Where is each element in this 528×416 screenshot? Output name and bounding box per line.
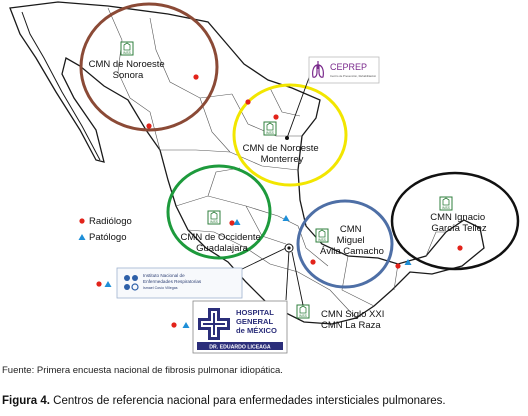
mexico-city-dot (287, 246, 291, 250)
imss-logo-guadalajara: IMSS (207, 210, 221, 225)
figure-caption-text: Centros de referencia nacional para enfe… (49, 395, 446, 407)
pathologist-markers (104, 215, 412, 328)
svg-text:IMSS: IMSS (266, 131, 274, 135)
legend: Radiólogo Patólogo (78, 216, 132, 243)
iner-logo: Instituto Nacional de Enfermedades Respi… (116, 267, 243, 299)
label-guadalajara: CMN de Occidente Guadalajara (181, 232, 264, 254)
figure-caption: Figura 4. Centros de referencia nacional… (2, 395, 446, 407)
guadalajara-circle (166, 164, 272, 260)
imss-logo-cdmx: IMSS (296, 304, 310, 319)
connector-lines (239, 74, 311, 306)
svg-text:DR. EDUARDO LICEAGA: DR. EDUARDO LICEAGA (209, 345, 271, 351)
sonora-circle (79, 2, 219, 132)
label-sonora: CMN de Noroeste Sonora (89, 59, 168, 81)
mexico-outline (9, 1, 485, 325)
imss-logo-veracruz: IMSS (439, 196, 453, 211)
legend-radiologist-marker (79, 218, 85, 224)
ceprep-logo: CEPREP Centro de Prevención, Rehabilitac… (308, 56, 380, 84)
svg-text:IMSS: IMSS (318, 238, 326, 242)
legend-pathologist-label: Patólogo (89, 232, 127, 243)
source-note: Fuente: Primera encuesta nacional de fib… (2, 365, 283, 376)
legend-pathologist-marker (78, 234, 86, 240)
label-veracruz: CMN Ignacio García Tellez (430, 212, 488, 234)
iner-emblem-icon (124, 275, 139, 291)
label-cdmx: CMN Siglo XXI CMN La Raza (321, 309, 387, 331)
hgm-cross-icon (198, 308, 230, 340)
puebla-circle (296, 199, 394, 289)
svg-text:IMSS: IMSS (442, 206, 450, 210)
veracruz-circle (390, 171, 520, 271)
svg-text:IMSS: IMSS (210, 220, 218, 224)
svg-text:CEPREP: CEPREP (330, 62, 367, 72)
lungs-icon (312, 61, 324, 78)
hospital-general-mexico-logo: HOSPITAL GENERAL de MÉXICO DR. EDUARDO L… (192, 300, 288, 354)
figure-label: Figura 4. (2, 395, 50, 407)
imss-logo-monterrey: IMSS (263, 121, 277, 136)
imss-logo-puebla: IMSS (315, 228, 329, 243)
monterrey-city-dot (285, 136, 289, 140)
baja-california (21, 11, 101, 161)
svg-text:HOSPITAL GENERAL d: HOSPITAL GENERAL de MÉXICO (236, 308, 277, 335)
svg-text:Centro de Prevención, Rehabili: Centro de Prevención, Rehabilitación (330, 74, 377, 78)
legend-radiologist-label: Radiólogo (89, 216, 132, 227)
radiologist-markers (96, 74, 463, 328)
label-monterrey: CMN de Noroeste Monterrey (243, 143, 322, 165)
svg-text:IMSS: IMSS (123, 51, 131, 55)
svg-text:IMSS: IMSS (299, 314, 307, 318)
imss-logo-sonora: IMSS (120, 41, 134, 56)
svg-text:Instituto Nacional de En: Instituto Nacional de Enfermedades Respi… (143, 273, 203, 290)
state-borders (107, 7, 446, 319)
label-puebla: CMN Miguel Ávila Camacho (320, 224, 384, 257)
monterrey-circle (232, 83, 348, 187)
